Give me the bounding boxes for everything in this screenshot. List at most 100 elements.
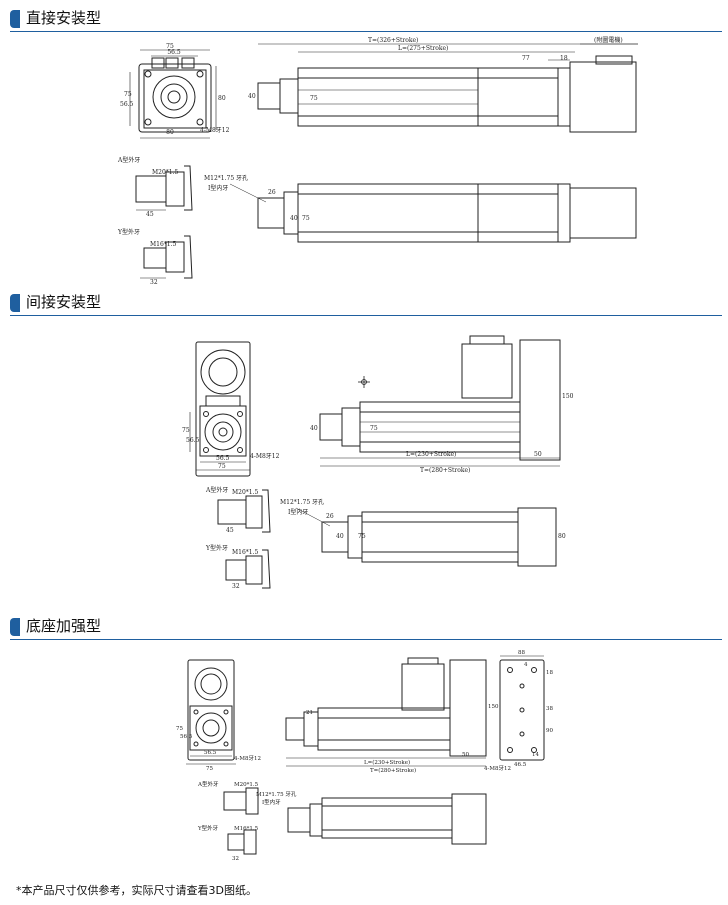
dim-label: M16*1.5 xyxy=(234,826,259,832)
y-type-rod-end-direct xyxy=(140,235,193,279)
dim-label: 56.5 xyxy=(120,101,134,108)
callout-label: I型内牙 xyxy=(208,184,228,192)
dim-label: 46.5 xyxy=(514,762,527,768)
base-plate-view xyxy=(499,655,545,761)
dim-label: 150 xyxy=(562,393,574,400)
dim-label: 32 xyxy=(150,279,158,286)
dim-label: 32 xyxy=(232,856,239,862)
drawing-direct-mount: 75 56.5 75 56.5 80 80 4-M8牙12 T=(326+Str… xyxy=(117,36,638,286)
dim-label: 56.5 xyxy=(167,49,181,56)
dim-label: 4-M8牙12 xyxy=(250,453,280,460)
a-type-rod-end-indirect xyxy=(217,489,271,533)
rod-type-label: A型外牙 xyxy=(205,486,228,494)
dim-label: 38 xyxy=(546,706,553,712)
dim-label: 56.5 xyxy=(216,455,230,462)
dim-label: 80 xyxy=(218,95,226,102)
dim-label: 4-M8牙12 xyxy=(234,755,261,762)
dim-label: 80 xyxy=(558,533,566,540)
dim-label: 80 xyxy=(166,129,174,136)
rod-type-label: A型外牙 xyxy=(197,780,219,788)
section-divider xyxy=(10,31,722,32)
dim-label: 40 xyxy=(310,425,318,432)
dim-label: 4 xyxy=(524,662,528,668)
side-view-direct xyxy=(257,43,638,133)
section-title: 直接安装型 xyxy=(26,9,102,27)
dim-label: 18 xyxy=(546,670,553,676)
rod-type-label: A型外牙 xyxy=(117,156,140,164)
side-view-reinforced-lower xyxy=(287,793,487,845)
dim-label: M16*1.5 xyxy=(150,241,177,248)
y-type-rod-end-reinforced xyxy=(227,829,257,855)
dim-label: T=(326+Stroke) xyxy=(368,37,418,44)
dim-label: 77 xyxy=(522,55,530,62)
side-view-indirect xyxy=(319,335,561,467)
section-marker xyxy=(10,618,20,636)
dim-label: M16*1.5 xyxy=(232,549,259,556)
callout-label: M12*1.75 牙孔 xyxy=(256,790,297,798)
section-title: 间接安装型 xyxy=(26,293,102,311)
a-type-rod-end-reinforced xyxy=(223,787,259,815)
dim-label: M20*1.5 xyxy=(234,782,259,788)
dim-label: 75 xyxy=(358,533,366,540)
side-view-reinforced xyxy=(285,657,487,767)
dim-label: 14 xyxy=(532,752,539,758)
side-view-direct-lower xyxy=(229,183,637,243)
dim-label: 26 xyxy=(326,513,334,520)
callout-label: M12*1.75 牙孔 xyxy=(280,498,324,506)
dim-label: T=(280+Stroke) xyxy=(420,467,470,474)
section-divider xyxy=(10,315,722,316)
callout-label: M12*1.75 牙孔 xyxy=(204,174,248,182)
y-type-rod-end-indirect xyxy=(225,549,271,589)
rod-type-label: Y型外牙 xyxy=(117,228,140,236)
drawing-indirect-mount: 75 56.5 56.5 75 4-M8牙12 40 75 150 50 L=(… xyxy=(182,335,574,590)
dim-label: 150 xyxy=(488,704,499,710)
dim-label: 45 xyxy=(146,211,154,218)
dim-label: 75 xyxy=(302,215,310,222)
section-marker xyxy=(10,10,20,28)
side-view-indirect-lower xyxy=(295,507,557,567)
dim-label: 75 xyxy=(218,463,226,470)
end-view-indirect xyxy=(189,341,251,477)
dim-label: 40 xyxy=(248,93,256,100)
dim-label: M20*1.5 xyxy=(232,489,259,496)
a-type-rod-end-direct xyxy=(135,165,193,211)
dim-label: 32 xyxy=(232,583,240,590)
section-header-direct: 直接安装型 xyxy=(0,8,728,32)
section-divider xyxy=(10,639,722,640)
dim-label: 50 xyxy=(534,451,542,458)
dim-label: 4-M8牙12 xyxy=(200,127,230,134)
dim-label: 75 xyxy=(124,91,132,98)
callout-label: I型内牙 xyxy=(262,798,281,806)
dim-label: L=(275+Stroke) xyxy=(398,45,448,52)
dim-label: M20*1.5 xyxy=(152,169,179,176)
section-title: 底座加强型 xyxy=(26,617,102,635)
section-header-base-reinforced: 底座加强型 xyxy=(0,616,728,640)
dim-label: L=(230+Stroke) xyxy=(364,759,410,766)
end-view-direct xyxy=(129,49,217,139)
dim-label: 56.5 xyxy=(180,734,193,740)
dim-label: 21 xyxy=(306,710,313,716)
dim-label: 75 xyxy=(310,95,318,102)
section-marker xyxy=(10,294,20,312)
rod-type-label: Y型外牙 xyxy=(197,824,219,832)
dim-label: 75 xyxy=(176,726,183,732)
dim-label: 56.5 xyxy=(204,750,217,756)
dim-label: L=(230+Stroke) xyxy=(406,451,456,458)
footnote: *本产品尺寸仅供参考，实际尺寸请查看3D图纸。 xyxy=(16,884,257,897)
section-header-indirect: 间接安装型 xyxy=(0,292,728,316)
dim-label: T=(280+Stroke) xyxy=(370,767,416,774)
callout-label: I型内牙 xyxy=(288,508,308,516)
dim-label: 40 xyxy=(290,215,298,222)
dim-label: (附圖電機) xyxy=(594,36,623,44)
dim-label: 50 xyxy=(462,752,469,758)
crosshair-cursor-icon xyxy=(358,376,370,388)
dim-label: 90 xyxy=(546,728,553,734)
dim-label: 88 xyxy=(518,650,525,656)
drawing-base-reinforced: 75 56.5 56.5 75 4-M8牙12 21 150 50 L=(230… xyxy=(176,650,553,862)
dim-label: 40 xyxy=(336,533,344,540)
dim-label: 75 xyxy=(166,43,174,50)
dim-label: 75 xyxy=(370,425,378,432)
dim-label: 4-M8牙12 xyxy=(484,765,511,772)
dim-label: 75 xyxy=(206,766,213,772)
dim-label: 18 xyxy=(560,55,568,62)
